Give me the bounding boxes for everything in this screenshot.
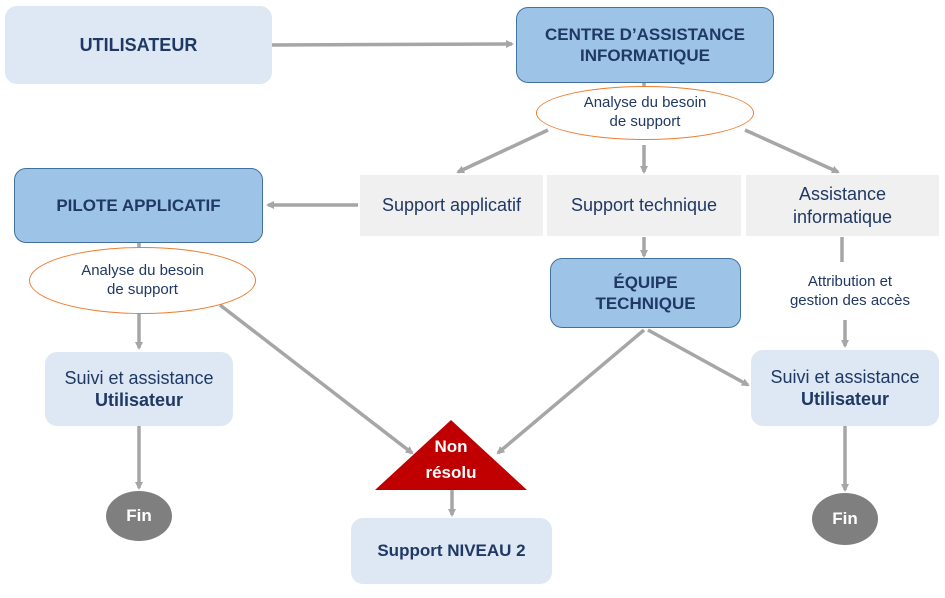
level2-node: Support NIVEAU 2 xyxy=(351,518,552,584)
tech-team-line2: TECHNIQUE xyxy=(595,294,696,313)
arrow-team-to-follow-right xyxy=(647,328,750,387)
app-support-label: Support applicatif xyxy=(381,195,522,216)
access-line2: gestion des accès xyxy=(789,292,911,309)
analysis-left-ellipse: Analyse du besoin de support xyxy=(29,247,256,314)
tech-support-label: Support technique xyxy=(570,195,718,216)
unresolved-label: Non résolu xyxy=(401,434,501,485)
unresolved-line1: Non xyxy=(434,437,468,456)
help-center-line1: CENTRE D’ASSISTANCE xyxy=(545,24,745,44)
user-node: UTILISATEUR xyxy=(5,6,272,84)
pilot-node: PILOTE APPLICATIF xyxy=(14,168,263,243)
tech-support-node: Support technique xyxy=(547,175,741,236)
pilot-label: PILOTE APPLICATIF xyxy=(56,195,221,215)
end-left-node: Fin xyxy=(106,491,172,541)
arrow-analysis-to-app-support xyxy=(456,128,549,174)
app-support-node: Support applicatif xyxy=(360,175,543,236)
follow-right-node: Suivi et assistance Utilisateur xyxy=(751,350,939,426)
follow-left-line2: Utilisateur xyxy=(94,390,184,410)
follow-right-line2: Utilisateur xyxy=(800,389,890,409)
unresolved-triangle xyxy=(375,420,527,490)
it-assist-node: Assistance informatique xyxy=(746,175,939,236)
level2-label: Support NIVEAU 2 xyxy=(377,541,526,561)
end-right-node: Fin xyxy=(812,493,878,545)
help-center-node: CENTRE D’ASSISTANCE INFORMATIQUE xyxy=(516,7,774,83)
tech-team-line1: ÉQUIPE xyxy=(613,272,678,292)
follow-right-line1: Suivi et assistance xyxy=(770,366,920,387)
analysis-top-ellipse: Analyse du besoin de support xyxy=(536,86,754,140)
arrow-left-analysis-to-unresolved xyxy=(218,303,414,455)
analysis-left-line2: de support xyxy=(107,280,178,298)
analysis-top-line2: de support xyxy=(609,113,681,130)
follow-left-line1: Suivi et assistance xyxy=(64,367,214,388)
help-center-line2: INFORMATIQUE xyxy=(579,46,710,65)
arrow-analysis-to-it-assist xyxy=(744,128,840,174)
end-left-label: Fin xyxy=(126,506,152,526)
unresolved-line2: résolu xyxy=(425,462,477,482)
end-right-label: Fin xyxy=(832,509,858,529)
access-label-node: Attribution et gestion des accès xyxy=(770,268,930,316)
tech-team-node: ÉQUIPE TECHNIQUE xyxy=(550,258,741,328)
access-line1: Attribution et xyxy=(807,273,893,291)
arrow-user-to-center xyxy=(271,40,514,49)
it-assist-line1: Assistance xyxy=(798,184,887,204)
user-label: UTILISATEUR xyxy=(79,34,198,55)
it-assist-line2: informatique xyxy=(792,206,893,227)
analysis-top-line1: Analyse du besoin xyxy=(583,94,707,112)
arrow-team-to-unresolved xyxy=(496,328,646,455)
follow-left-node: Suivi et assistance Utilisateur xyxy=(45,352,233,426)
analysis-left-line1: Analyse du besoin xyxy=(81,261,204,279)
